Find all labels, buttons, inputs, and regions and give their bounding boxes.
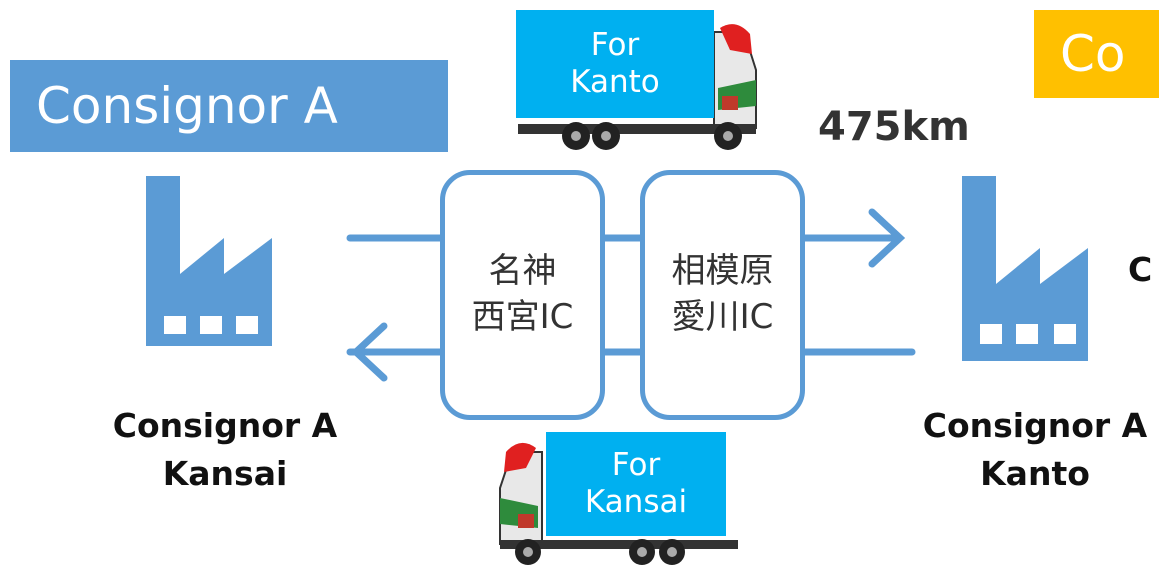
factory-right-caption-line1: Consignor A [922, 406, 1148, 445]
factory-left-caption: Consignor A Kansai [70, 402, 380, 498]
consignor-title: Consignor A [10, 60, 448, 152]
factory-right-caption-line2: Kanto [980, 453, 1090, 493]
truck-top: For Kanto [514, 10, 764, 160]
ic-left-line1: 名神 [488, 251, 557, 292]
partial-right-text: C [1128, 250, 1153, 289]
factory-left-icon [146, 176, 272, 346]
truck-bottom-label: For Kansai [546, 432, 726, 536]
factory-right-caption: Consignor A Kanto [880, 402, 1159, 498]
interchange-meishin-nishinomiya: 名神 西宮IC [440, 170, 605, 420]
interchange-sagamihara-aikawa: 相模原 愛川IC [640, 170, 805, 420]
truck-top-icon [518, 24, 757, 150]
truck-top-label: For Kanto [516, 10, 714, 118]
factory-left-caption-line1: Consignor A [112, 406, 338, 445]
truck-bottom-label-line2: Kansai [584, 484, 688, 520]
truck-top-label-line1: For [590, 26, 640, 63]
truck-top-label-line2: Kanto [570, 64, 660, 100]
factory-right-icon [962, 176, 1088, 361]
ic-left-line2: 西宮IC [471, 297, 574, 337]
truck-bottom-icon [499, 442, 738, 565]
truck-bottom: For Kansai [492, 422, 742, 566]
truck-bottom-label-line1: For [611, 446, 661, 483]
ic-right-line1: 相模原 [671, 251, 774, 292]
distance-label: 475km [818, 104, 970, 150]
consignor-title-right-partial: Co [1034, 10, 1159, 98]
factory-left-caption-line2: Kansai [162, 453, 288, 493]
ic-right-line2: 愛川IC [671, 297, 774, 337]
